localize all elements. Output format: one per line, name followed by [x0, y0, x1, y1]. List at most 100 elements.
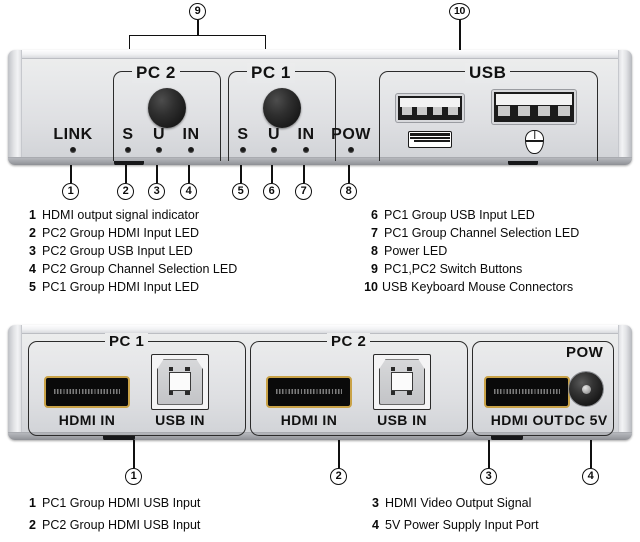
hdmi-out-port[interactable] [484, 376, 570, 408]
usb-b-pin [407, 390, 413, 395]
legend-number: 10 [364, 280, 378, 294]
callout-1-leader [70, 165, 72, 183]
pc2-u-label: U [152, 126, 166, 143]
usb-a-tongue-2 [496, 94, 572, 106]
usb-in-port-1[interactable] [151, 354, 209, 410]
front-right-bevel [618, 50, 632, 165]
rear-callout-1-circle: 1 [125, 468, 142, 485]
callout-9-leader [197, 20, 199, 35]
legend-item: 10 USB Keyboard Mouse Connectors [358, 278, 640, 296]
link-led [70, 147, 76, 153]
legend-item: 3 HDMI Video Output Signal [365, 492, 640, 514]
front-face: LINK PC 2 S U IN PC 1 S U IN POW [22, 59, 618, 161]
pc1-group-label: PC 1 [247, 63, 295, 83]
legend-number: 4 [29, 262, 36, 276]
callout-6-circle: 6 [263, 183, 280, 200]
pc1-s-led [240, 147, 246, 153]
usb-group-label: USB [465, 63, 511, 83]
legend-number: 1 [29, 496, 36, 510]
pow-label: POW [331, 126, 371, 143]
legend-number: 2 [29, 226, 36, 240]
rear-pc2-group-label: PC 2 [327, 333, 371, 350]
front-panel-device: LINK PC 2 S U IN PC 1 S U IN POW [8, 50, 632, 165]
legend-item: 2 PC2 Group HDMI USB Input [22, 514, 322, 536]
front-foot-left [114, 161, 144, 165]
legend-text: USB Keyboard Mouse Connectors [382, 280, 574, 294]
rear-right-bevel [618, 325, 632, 440]
rear-callout-2-circle: 2 [330, 468, 347, 485]
callout-2-leader [125, 165, 127, 183]
usb-a-tongue-1 [400, 98, 460, 108]
hdmi-in-port-2[interactable] [266, 376, 352, 408]
legend-item: 7 PC1 Group Channel Selection LED [358, 224, 640, 242]
legend-text: PC1 Group Channel Selection LED [384, 226, 580, 240]
usb-in-label-2: USB IN [377, 412, 427, 428]
rear-pow-label: POW [566, 344, 604, 361]
legend-text: PC2 Group HDMI Input LED [42, 226, 200, 240]
usb-b-pin [185, 367, 191, 372]
legend-item: 1 HDMI output signal indicator [22, 206, 322, 224]
callout-5-circle: 5 [232, 183, 249, 200]
pc2-switch-button[interactable] [148, 88, 186, 128]
pc1-in-label: IN [297, 126, 315, 143]
legend-text: 5V Power Supply Input Port [385, 518, 539, 532]
usb-b-shell [157, 359, 203, 405]
rear-legend-right: 3 HDMI Video Output Signal 4 5V Power Su… [365, 492, 640, 536]
pow-led [348, 147, 354, 153]
front-left-bevel [8, 50, 22, 165]
usb-b-shell [379, 359, 425, 405]
usb-b-pin [168, 367, 174, 372]
rear-callout-4-leader [590, 440, 592, 468]
rear-callout-2-leader [338, 440, 340, 468]
legend-number: 9 [371, 262, 378, 276]
hdmi-out-label: HDMI OUT [490, 412, 564, 428]
legend-text: PC1,PC2 Switch Buttons [384, 262, 523, 276]
legend-text: PC1 Group USB Input LED [384, 208, 535, 222]
rear-foot-right [491, 436, 523, 440]
legend-text: Power LED [384, 244, 448, 258]
callout-3-circle: 3 [148, 183, 165, 200]
callout-7-leader [303, 165, 305, 183]
legend-number: 3 [29, 244, 36, 258]
callout-10-circle: 10 [449, 3, 470, 20]
legend-item: 2 PC2 Group HDMI Input LED [22, 224, 322, 242]
legend-number: 7 [371, 226, 378, 240]
rear-top-bevel [8, 325, 632, 334]
link-label: LINK [53, 126, 93, 143]
rear-output-group-box [472, 341, 614, 436]
front-top-bevel [8, 50, 632, 59]
callout-3-leader [156, 165, 158, 183]
callout-1-circle: 1 [62, 183, 79, 200]
legend-item: 4 5V Power Supply Input Port [365, 514, 640, 536]
legend-number: 3 [372, 496, 379, 510]
hdmi-in-label-2: HDMI IN [280, 412, 338, 428]
usb-b-pin [390, 367, 396, 372]
pc1-u-label: U [267, 126, 281, 143]
legend-item: 1 PC1 Group HDMI USB Input [22, 492, 322, 514]
usb-in-label-1: USB IN [155, 412, 205, 428]
callout-4-circle: 4 [180, 183, 197, 200]
pc1-switch-button[interactable] [263, 88, 301, 128]
front-legend-right: 6 PC1 Group USB Input LED 7 PC1 Group Ch… [358, 206, 640, 296]
hdmi-in-port-1[interactable] [44, 376, 130, 408]
legend-number: 8 [371, 244, 378, 258]
pc1-in-led [303, 147, 309, 153]
usb-port-mouse[interactable] [492, 90, 576, 124]
pc2-s-label: S [122, 126, 134, 143]
rear-pc1-group-label: PC 1 [105, 333, 149, 350]
pc2-in-label: IN [182, 126, 200, 143]
legend-number: 6 [371, 208, 378, 222]
hdmi-in-label-1: HDMI IN [58, 412, 116, 428]
usb-port-keyboard[interactable] [396, 94, 464, 122]
callout-4-leader [188, 165, 190, 183]
rear-left-bevel [8, 325, 22, 440]
usb-in-port-2[interactable] [373, 354, 431, 410]
legend-text: HDMI output signal indicator [42, 208, 200, 222]
dc-power-jack[interactable] [569, 372, 603, 406]
legend-item: 3 PC2 Group USB Input LED [22, 242, 322, 260]
legend-item: 4 PC2 Group Channel Selection LED [22, 260, 322, 278]
usb-b-pin [390, 390, 396, 395]
pc2-in-led [188, 147, 194, 153]
legend-item: 8 Power LED [358, 242, 640, 260]
rear-face: PC 1 HDMI IN USB IN PC 2 [22, 333, 618, 436]
